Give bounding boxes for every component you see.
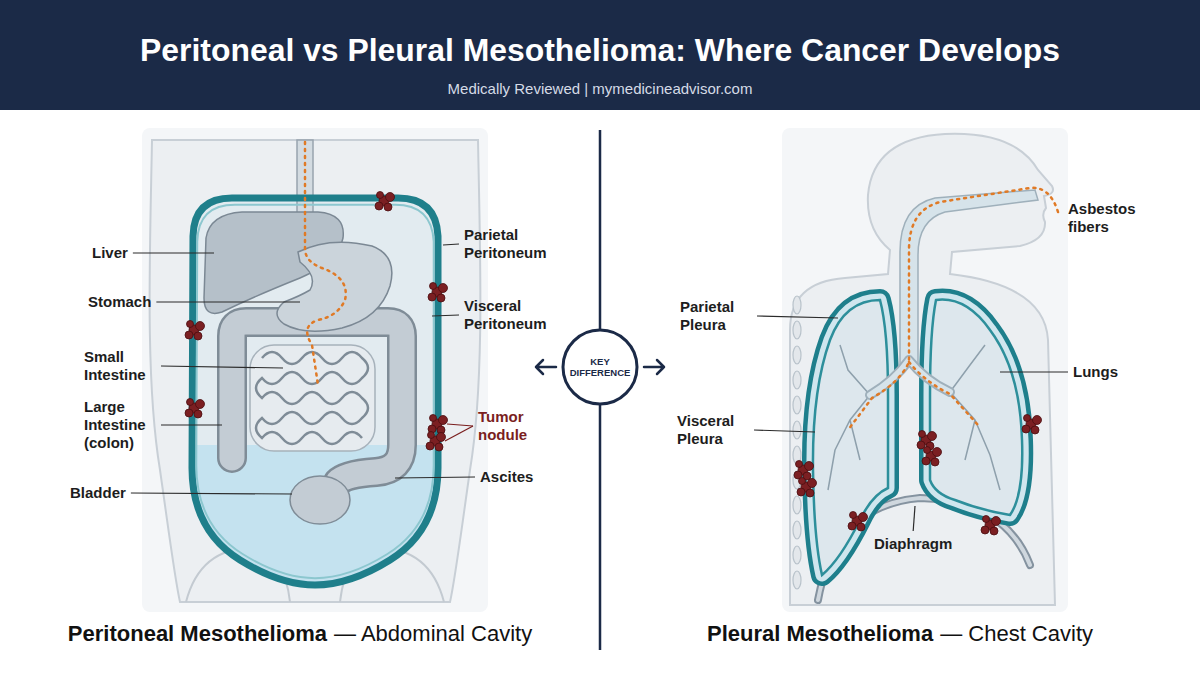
tumor-nodule [185, 321, 205, 341]
membrane-label: Visceral Peritoneum [464, 297, 564, 333]
intestine-coils [256, 352, 368, 444]
panel-backdrop [782, 128, 1068, 612]
tumor-nodule [185, 399, 205, 419]
panel-caption: Peritoneal Mesothelioma [68, 621, 327, 647]
caption-row: Pleural Mesothelioma — Chest Cavity [600, 618, 1200, 650]
key-circle: KEY DIFFERENCE [561, 328, 639, 406]
tumor-nodule [797, 478, 817, 498]
leader-line [161, 366, 283, 368]
leader-line [156, 301, 300, 302]
torso-silhouette [150, 140, 481, 602]
parietal-pleura [813, 300, 888, 575]
leader-line [443, 244, 459, 245]
parietal-peritoneum [192, 198, 438, 585]
rib [793, 521, 801, 539]
pleural-space [813, 300, 888, 575]
rib [793, 296, 801, 314]
arrow-right [644, 360, 664, 374]
body-silhouette [790, 134, 1055, 605]
rib [793, 421, 801, 439]
leader-line [161, 424, 222, 425]
bronchus [870, 360, 950, 395]
stomach [277, 242, 392, 331]
arrow-left [536, 360, 556, 374]
panel-backdrop [142, 128, 488, 612]
tumor-nodule [428, 283, 448, 303]
organ-label: Lungs [1073, 363, 1118, 381]
small-intestine [250, 345, 375, 451]
panel-caption: — Abdominal Cavity [334, 621, 532, 647]
tumor-nodule [1022, 415, 1042, 435]
bladder [290, 476, 350, 524]
rib [793, 496, 801, 514]
organ-label: Large Intestine (colon) [84, 398, 156, 452]
panel-caption: Pleural Mesothelioma [707, 621, 933, 647]
fluid-label: Ascites [480, 468, 533, 486]
leader-line [447, 424, 473, 426]
tumor-label: Tumor nodule [478, 408, 548, 444]
organ-label: Stomach [88, 293, 151, 311]
ribs [793, 296, 801, 589]
bronchus [870, 360, 950, 395]
membrane-label: Parietal Pleura [680, 298, 752, 334]
leader-line [445, 426, 473, 441]
large-intestine [232, 322, 402, 482]
rib [793, 396, 801, 414]
tumor-nodule [922, 447, 942, 467]
tumor-nodule [981, 516, 1001, 536]
page-title: Peritoneal vs Pleural Mesothelioma: Wher… [0, 30, 1200, 70]
exposure-label: Asbestos fibers [1068, 200, 1148, 236]
tumor-nodule [426, 432, 446, 452]
rib [793, 371, 801, 389]
panel-caption: — Chest Cavity [940, 621, 1093, 647]
lung [813, 300, 888, 575]
tumor-nodule [848, 512, 868, 532]
tumor-nodule [375, 192, 395, 212]
leader-line [757, 316, 838, 318]
organ-label: Liver [92, 244, 128, 262]
lung [930, 300, 1022, 515]
subtitle: Medically Reviewed | mymedicineadvisor.c… [0, 80, 1200, 98]
leader-line [754, 430, 815, 432]
organ-label: Small Intestine [84, 348, 156, 384]
leader-line [131, 493, 292, 494]
tumor-nodule [428, 415, 448, 435]
rib [793, 321, 801, 339]
fiber-path [305, 142, 346, 385]
circle-shape [563, 330, 637, 404]
caption-row: Peritoneal Mesothelioma — Abdominal Cavit… [0, 618, 600, 650]
leader-line [1000, 371, 1068, 372]
visceral-peritoneum [196, 205, 433, 578]
parietal-pleura [930, 300, 1022, 515]
node-text: KEY DIFFERENCE [568, 356, 632, 378]
membrane-label: Visceral Pleura [677, 412, 749, 448]
leader-line [432, 315, 459, 316]
rib [793, 346, 801, 364]
pleural-space [930, 300, 1022, 515]
leader-line [133, 252, 214, 253]
organ-label: Bladder [70, 484, 126, 502]
tumor-nodule [794, 461, 814, 481]
fiber-path [848, 188, 1058, 430]
rib [793, 571, 801, 589]
large-intestine [232, 322, 402, 482]
rib [793, 546, 801, 564]
organ-label: Diaphragm [874, 535, 952, 553]
membrane-label: Parietal Peritoneum [464, 226, 564, 262]
leader-line [395, 477, 475, 478]
header-band [0, 0, 1200, 110]
leader-line [913, 506, 915, 531]
